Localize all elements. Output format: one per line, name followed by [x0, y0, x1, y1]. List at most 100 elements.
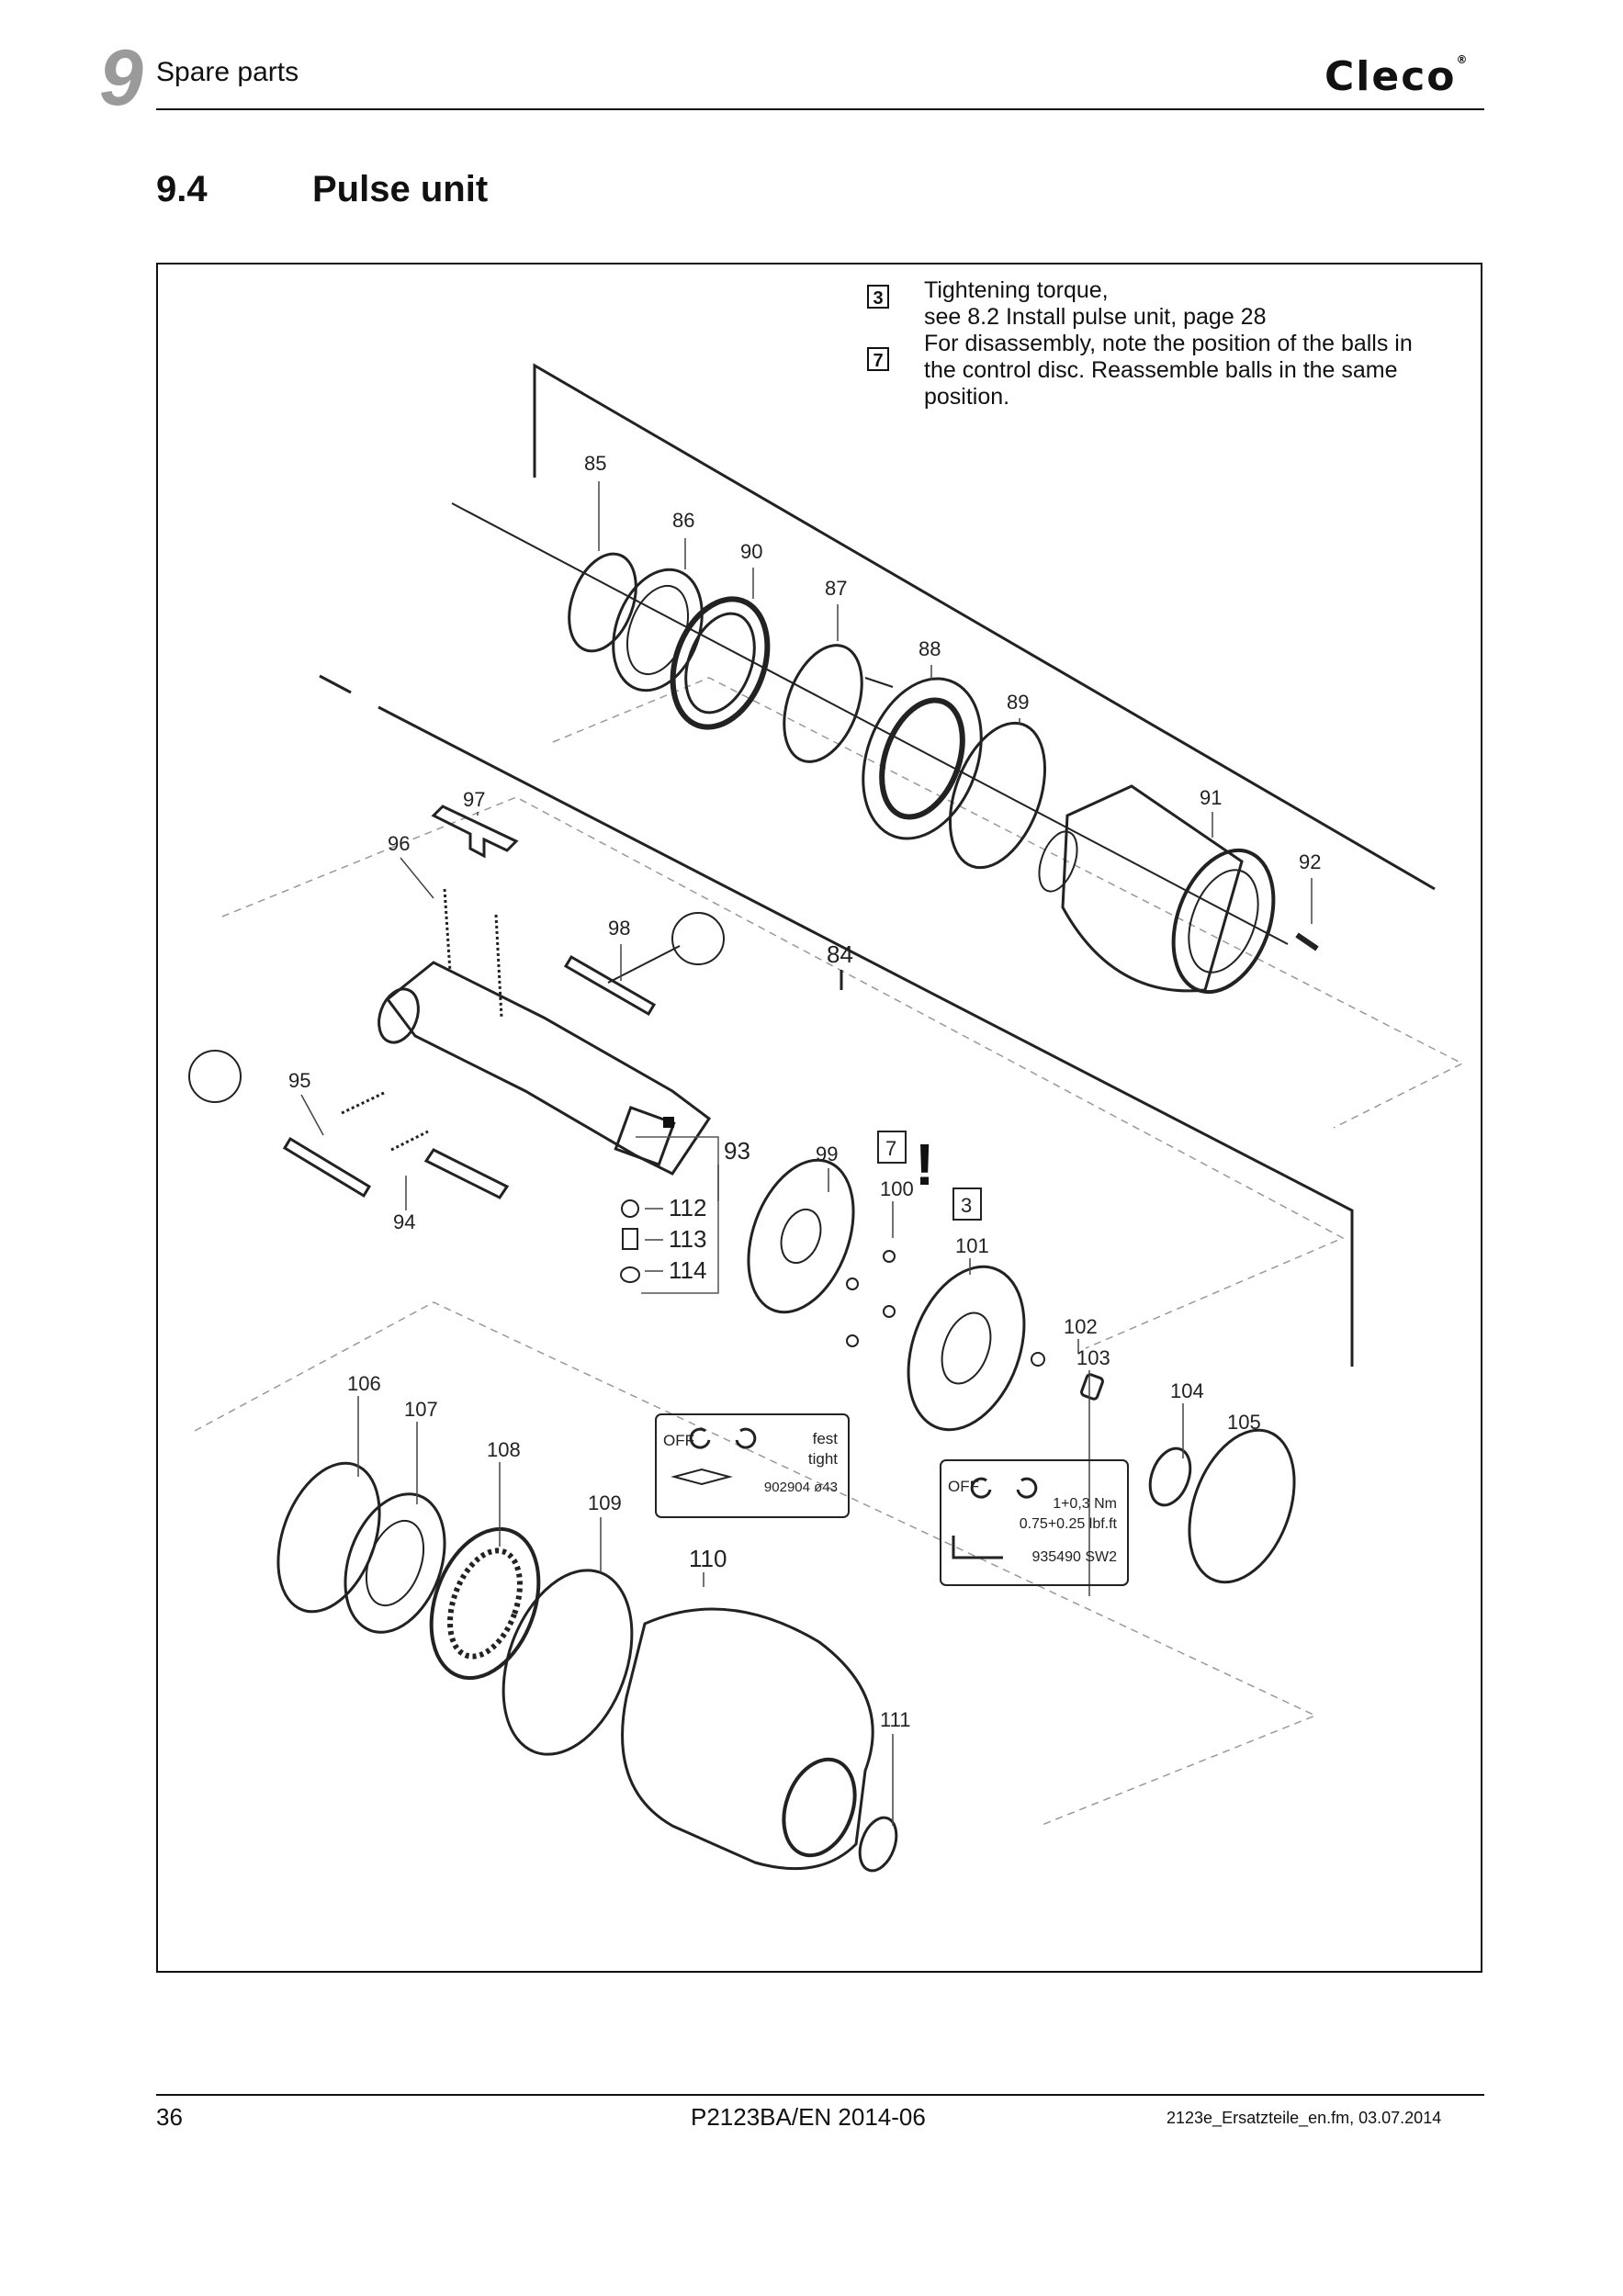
callout-108: 108 [487, 1438, 521, 1461]
part-85-circlip-icon [568, 552, 637, 653]
note-symbol-disassembly: 7 [867, 347, 889, 371]
part-108-bearing-icon [429, 1526, 541, 1681]
page-number: 36 [156, 2103, 183, 2131]
part-93-bracket [636, 1136, 719, 1294]
part-95-pin-icon [188, 1050, 372, 1199]
ref-box-disassembly-label: 7 [885, 1137, 896, 1160]
section-number: 9.4 [156, 169, 208, 209]
callout-104: 104 [1170, 1379, 1204, 1402]
part-97-retainer-icon [431, 805, 519, 859]
callout-86: 86 [672, 509, 694, 532]
upper-axis [451, 363, 1436, 945]
part-96-springs-icon [443, 888, 503, 1019]
part-89-o-ring-icon [948, 721, 1047, 870]
callout-97: 97 [463, 788, 485, 811]
tool-label-left-tight: tight [808, 1450, 838, 1468]
file-info: 2123e_Ersatzteile_en.fm, 03.07.2014 [1167, 2109, 1442, 2127]
note-torque: Tightening torque, see 8.2 Install pulse… [924, 277, 1267, 331]
part-103-sleeve-icon [1080, 1373, 1104, 1401]
callout-101: 101 [955, 1234, 989, 1257]
callout-91: 91 [1200, 786, 1222, 809]
note-disassembly: For disassembly, note the position of th… [924, 331, 1413, 411]
part-101-cam-icon [907, 1265, 1026, 1432]
callout-85: 85 [584, 452, 606, 475]
tool-label-wrench-left: OFF fest tight 902904 ø43 [655, 1413, 850, 1518]
callout-100: 100 [880, 1177, 914, 1200]
header-divider [156, 108, 1484, 110]
callout-109: 109 [588, 1491, 622, 1514]
note-torque-line-2: see 8.2 Install pulse unit, page 28 [924, 304, 1267, 330]
tool-label-left-off: OFF [663, 1432, 694, 1449]
callout-labels: 85 86 90 87 88 89 91 92 97 96 98 84 95 9… [288, 452, 1321, 1731]
marker-square-icon [663, 1117, 674, 1128]
warning-exclamation-icon: ! [915, 1131, 934, 1198]
part-110-housing-icon [621, 1607, 874, 1871]
part-98-pin-icon [563, 912, 725, 1017]
part-94-springs-icon [341, 1091, 510, 1199]
part-93-drive-shaft-icon [378, 961, 712, 1176]
part-88-end-cap-icon [862, 677, 983, 840]
callout-95: 95 [288, 1069, 310, 1092]
part-109-o-ring-icon [502, 1569, 634, 1756]
callout-105: 105 [1227, 1411, 1261, 1434]
callout-87: 87 [825, 577, 847, 600]
note-disassembly-line-1: For disassembly, note the position of th… [924, 331, 1413, 356]
rotation-arrows-icon-2 [970, 1477, 1038, 1499]
part-90-seal-icon [670, 596, 771, 730]
callout-ticks [645, 1208, 663, 1272]
assembly-plane-lines [194, 677, 1464, 1827]
part-92-pin-icon [1295, 932, 1319, 951]
footer-divider [156, 2094, 1484, 2096]
note-torque-line-1: Tightening torque, [924, 277, 1109, 303]
note-disassembly-line-2: the control disc. Reassemble balls in th… [924, 357, 1398, 383]
part-105-o-ring-icon [1188, 1428, 1296, 1584]
callout-111: 111 [880, 1708, 910, 1731]
chapter-number: 9 [99, 34, 143, 122]
callout-98: 98 [608, 917, 630, 940]
part-111-ring-icon [858, 1816, 898, 1873]
part-87-o-ring-icon [783, 644, 863, 763]
group-84-bracket [319, 674, 1354, 1367]
callout-84: 84 [827, 940, 853, 968]
part-107-washer-icon [344, 1492, 446, 1634]
callout-114: 114 [669, 1256, 706, 1284]
callout-112: 112 [669, 1194, 706, 1221]
callout-90: 90 [740, 540, 762, 563]
tool-label-left-code: 902904 ø43 [764, 1480, 838, 1495]
section-title: Pulse unit [312, 169, 489, 209]
note-symbol-torque: 3 [867, 285, 889, 309]
tool-label-right-nm: 1+0,3 Nm [1053, 1496, 1117, 1512]
tool-label-left-fest: fest [813, 1430, 839, 1447]
rotation-arrows-icon [689, 1427, 757, 1449]
part-102-ball-icon [1031, 1352, 1045, 1367]
callout-106: 106 [347, 1372, 381, 1395]
callout-92: 92 [1299, 850, 1321, 873]
part-104-o-ring-icon [1148, 1446, 1192, 1507]
tool-label-right-code: 935490 SW2 [1031, 1549, 1117, 1565]
brand-logo: Cleco® [1324, 53, 1470, 100]
callout-102: 102 [1064, 1315, 1098, 1338]
hex-key-icon [952, 1536, 1003, 1559]
part-99-control-disc-icon [747, 1158, 855, 1314]
callout-89: 89 [1007, 691, 1029, 714]
callout-94: 94 [393, 1210, 415, 1233]
tool-label-wrench-right: OFF 1+0,3 Nm 0.75+0.25 lbf.ft 935490 SW2 [940, 1459, 1129, 1586]
callout-96: 96 [388, 832, 410, 855]
part-100-balls-icon [846, 1250, 896, 1347]
ref-box-disassembly [877, 1131, 907, 1164]
chapter-title: Spare parts [156, 57, 299, 87]
callout-113: 113 [669, 1225, 706, 1253]
callout-88: 88 [919, 637, 941, 660]
exploded-view-figure: 3 Tightening torque, see 8.2 Install pul… [156, 263, 1482, 1973]
registered-mark-icon: ® [1456, 53, 1470, 66]
callout-103: 103 [1076, 1346, 1110, 1369]
tool-label-right-lbf: 0.75+0.25 lbf.ft [1020, 1516, 1118, 1532]
document-id: P2123BA/EN 2014-06 [691, 2103, 926, 2131]
parts-112-114-icons [620, 1199, 640, 1283]
callout-110: 110 [689, 1545, 727, 1572]
pin-tool-icon [671, 1468, 733, 1486]
part-106-circlip-icon [276, 1461, 381, 1614]
callout-93: 93 [724, 1137, 750, 1165]
brand-logo-text: Cleco [1324, 53, 1457, 100]
note-disassembly-line-3: position. [924, 384, 1010, 410]
